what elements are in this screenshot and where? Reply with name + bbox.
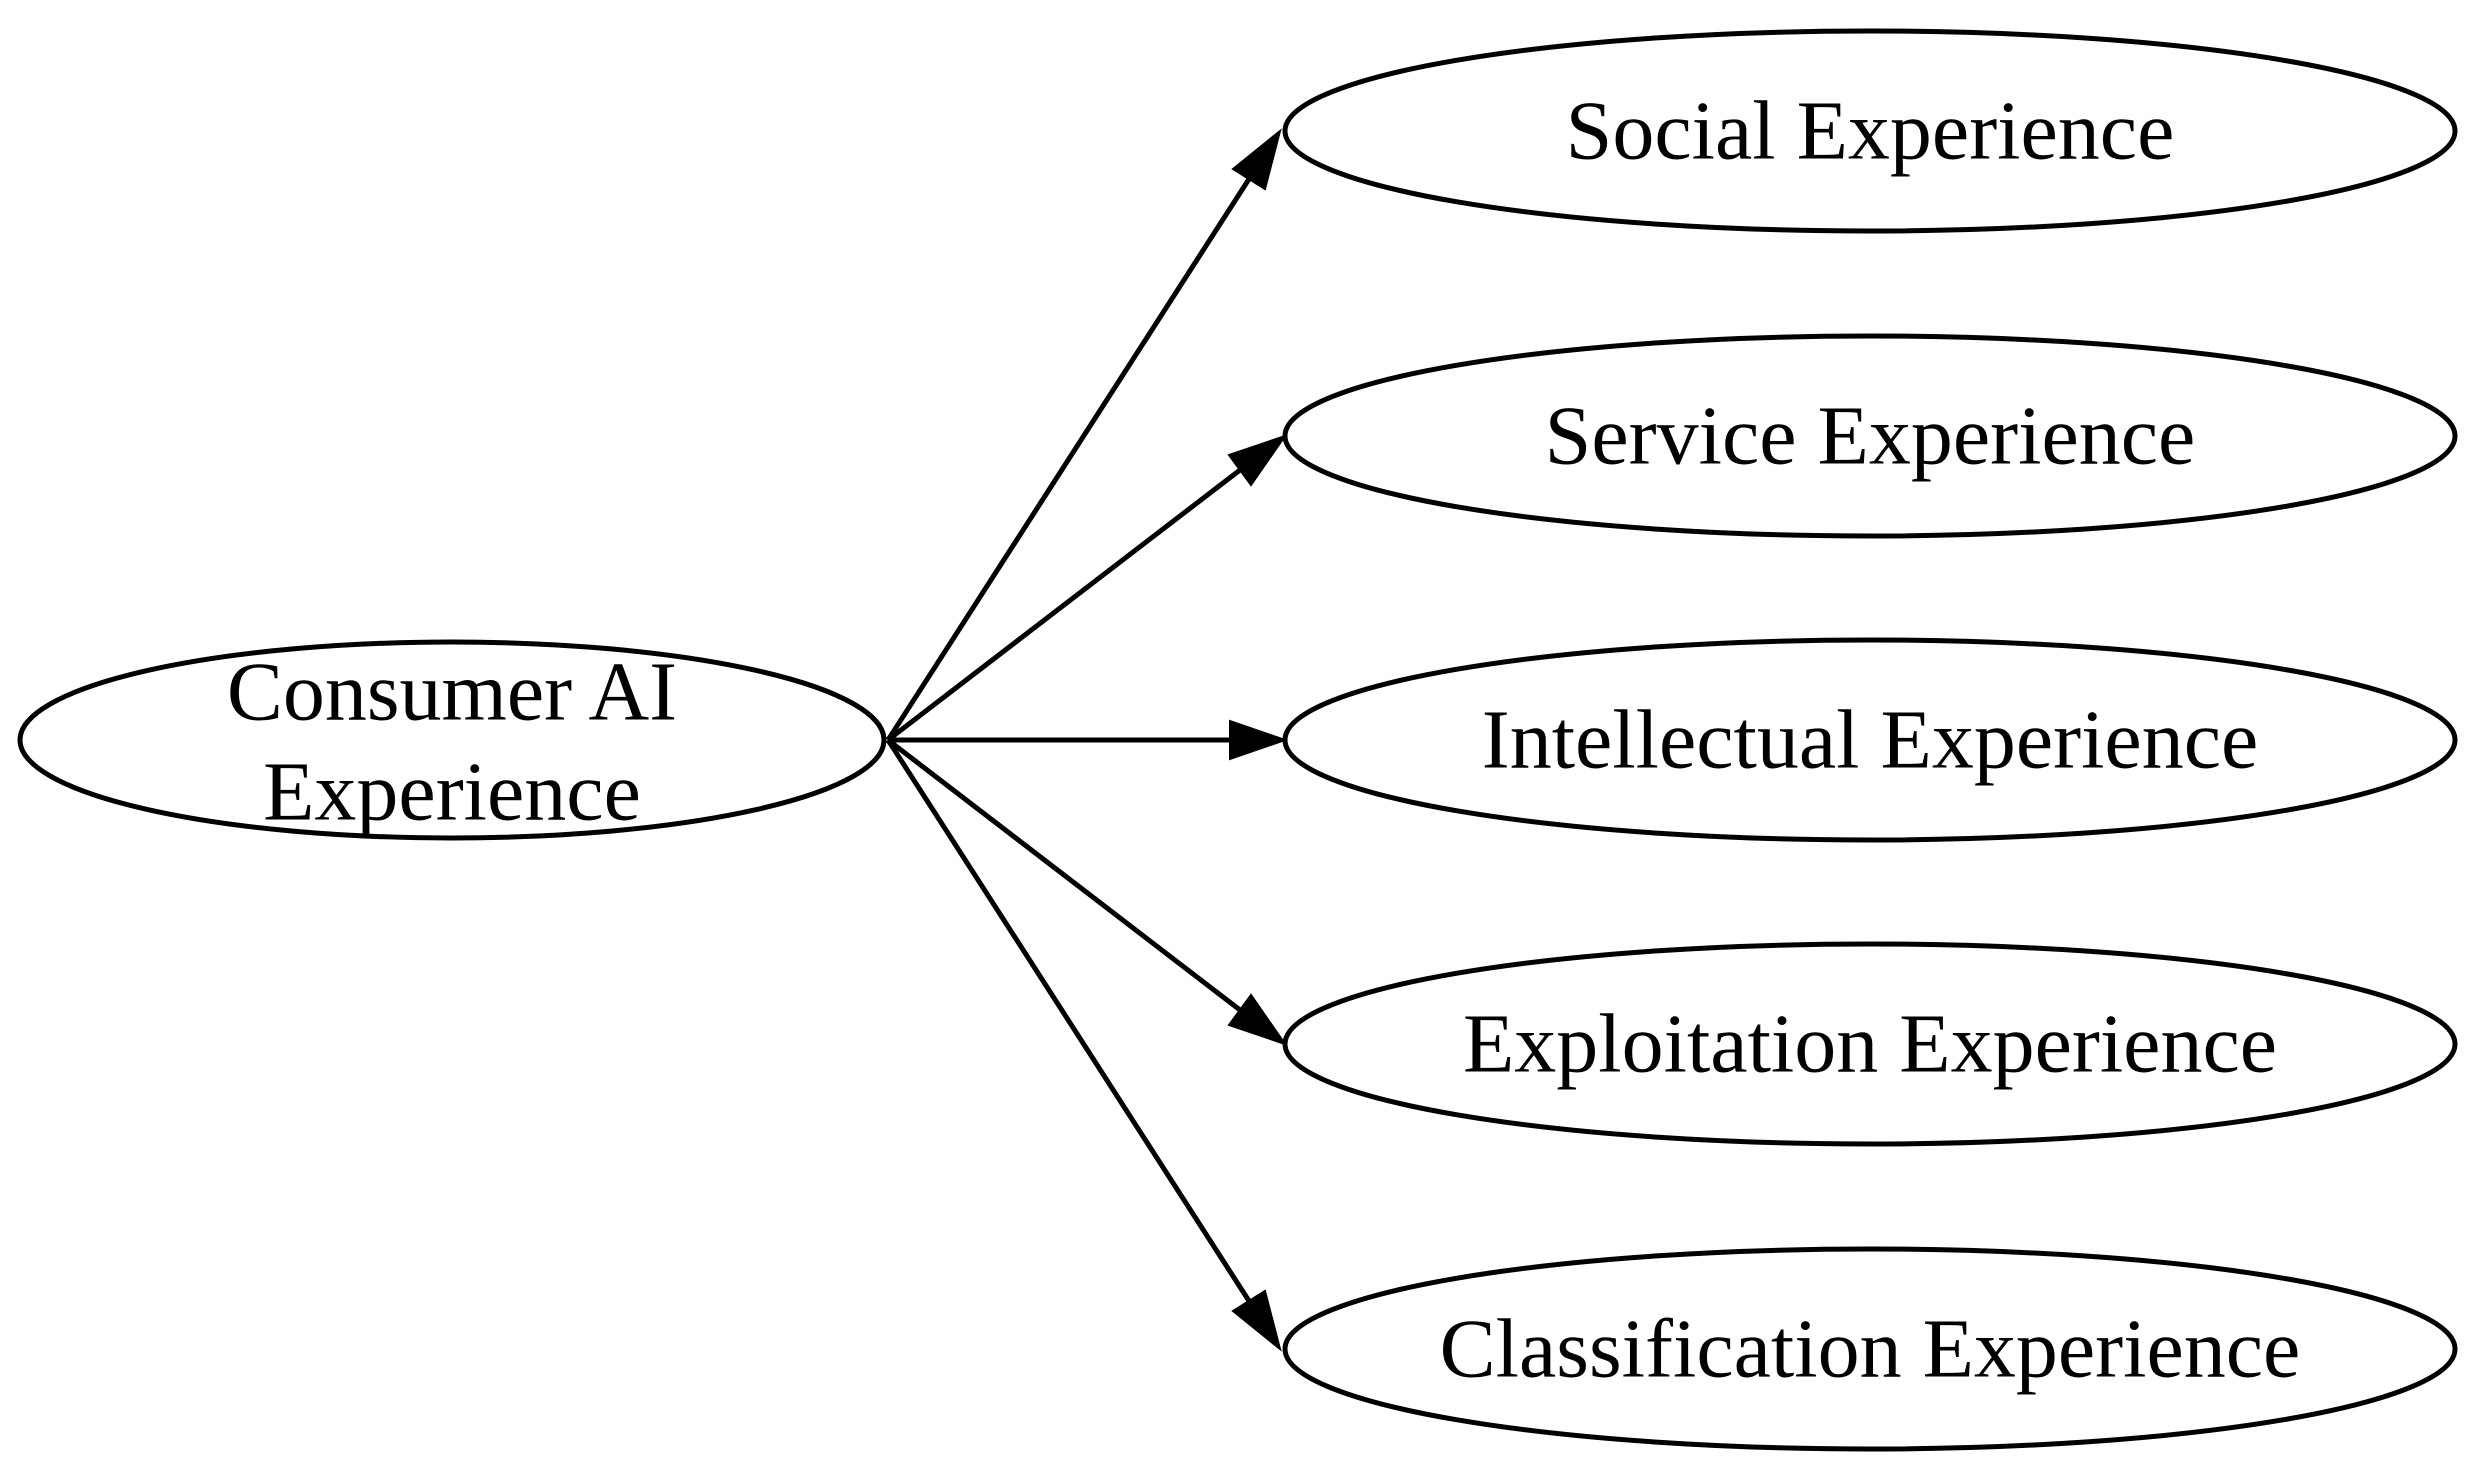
edge-to-exploitation (886, 738, 1288, 1046)
node-label: Exploitation Experience (1463, 998, 2277, 1091)
node-intellectual-experience: Intellectual Experience (1282, 637, 2458, 843)
edge-to-service (886, 434, 1288, 742)
edge-to-classification (885, 738, 1282, 1352)
edges (885, 128, 1289, 1352)
node-label-line-2: Experience (263, 746, 641, 839)
node-label-line-1: Consumer AI (227, 646, 677, 739)
node-service-experience: Service Experience (1282, 333, 2458, 539)
node-label: Classification Experience (1440, 1303, 2301, 1396)
edge-to-social (885, 128, 1282, 742)
edge-to-intellectual (888, 719, 1289, 761)
node-label: Service Experience (1545, 390, 2196, 483)
node-exploitation-experience: Exploitation Experience (1282, 941, 2458, 1147)
node-label: Intellectual Experience (1482, 694, 2259, 787)
node-classification-experience: Classification Experience (1282, 1246, 2458, 1452)
node-consumer-ai-experience: Consumer AI Experience (17, 639, 887, 841)
node-social-experience: Social Experience (1282, 28, 2458, 234)
node-label: Social Experience (1566, 85, 2175, 178)
